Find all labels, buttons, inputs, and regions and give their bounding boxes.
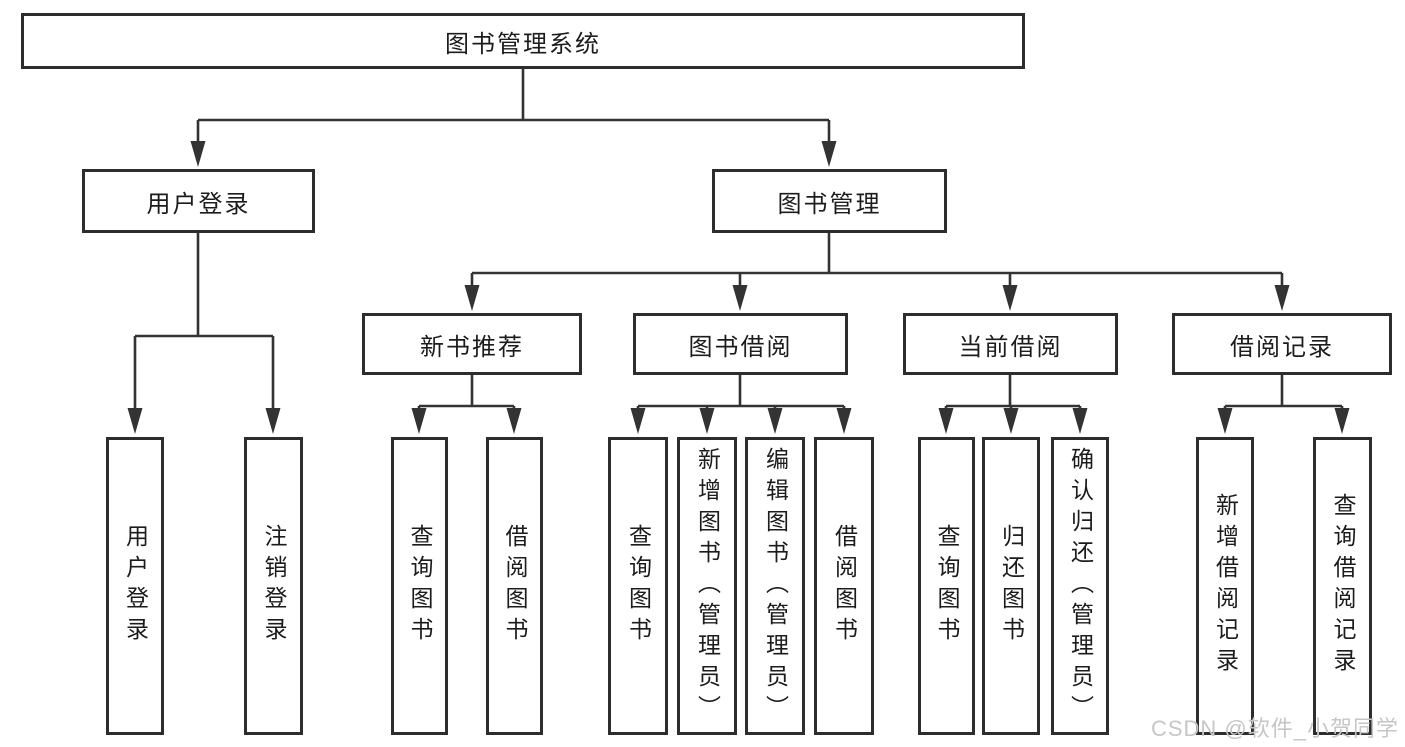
watermark: CSDN @软件_小贺同学 [1150,716,1399,741]
node-book-borrow: 图书借阅 [633,313,848,375]
leaf-cb-query-books-label: 查询图书 [934,524,960,648]
node-book-borrow-label: 图书借阅 [688,333,793,361]
leaf-br-query-record-label: 查询借阅记录 [1330,493,1356,679]
leaf-bb-edit-books-admin-label: 编辑图书（管理员） [762,446,789,726]
leaf-cb-query-books: 查询图书 [918,437,975,735]
leaf-user-login: 用户登录 [106,437,164,735]
node-current-borrow: 当前借阅 [903,313,1118,375]
leaf-br-add-record: 新增借阅记录 [1196,437,1254,735]
leaf-bb-borrow-books: 借阅图书 [814,437,874,735]
node-borrow-records-label: 借阅记录 [1230,333,1334,361]
node-book-management: 图书管理 [712,169,947,233]
node-book-management-label: 图书管理 [777,190,882,218]
node-new-book-recommend-label: 新书推荐 [420,333,524,361]
leaf-bb-query-books: 查询图书 [608,437,668,735]
leaf-nbr-query-books-label: 查询图书 [407,524,433,648]
leaf-cb-return-books: 归还图书 [982,437,1040,735]
leaf-bb-query-books-label: 查询图书 [625,524,652,648]
leaf-user-login-label: 用户登录 [122,524,149,648]
node-root-label: 图书管理系统 [445,30,601,58]
node-user-login: 用户登录 [82,169,315,233]
leaf-br-query-record: 查询借阅记录 [1313,437,1372,735]
leaf-bb-borrow-books-label: 借阅图书 [831,524,858,648]
leaf-cb-confirm-return-admin: 确认归还（管理员） [1051,437,1109,735]
leaf-cb-return-books-label: 归还图书 [998,524,1025,648]
node-user-login-label: 用户登录 [146,190,251,218]
leaf-nbr-borrow-books-label: 借阅图书 [502,524,528,648]
leaf-nbr-borrow-books: 借阅图书 [486,437,543,735]
node-current-borrow-label: 当前借阅 [958,333,1063,361]
leaf-nbr-query-books: 查询图书 [391,437,448,735]
node-new-book-recommend: 新书推荐 [362,313,582,375]
leaf-br-add-record-label: 新增借阅记录 [1212,493,1239,679]
leaf-bb-edit-books-admin: 编辑图书（管理员） [745,437,805,735]
leaf-bb-add-books-admin-label: 新增图书（管理员） [694,446,721,726]
node-borrow-records: 借阅记录 [1172,313,1392,375]
node-root: 图书管理系统 [21,13,1025,69]
leaf-cb-confirm-return-admin-label: 确认归还（管理员） [1067,446,1094,726]
leaf-bb-add-books-admin: 新增图书（管理员） [677,437,737,735]
leaf-logout: 注销登录 [244,437,303,735]
leaf-logout-label: 注销登录 [261,524,287,648]
